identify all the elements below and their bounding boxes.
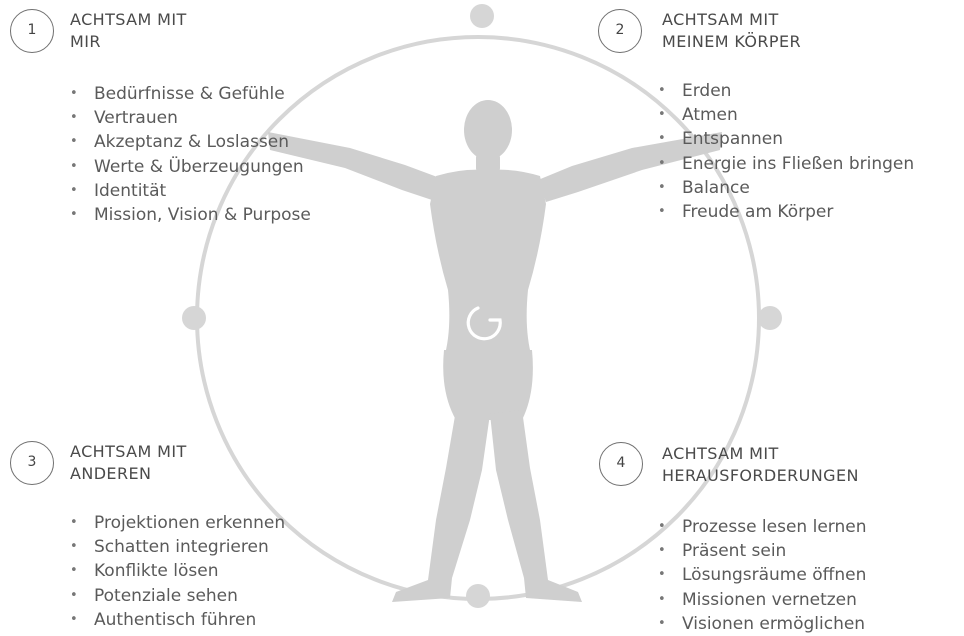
ring-dot-left [182, 306, 206, 330]
list-item: Präsent sein [656, 539, 867, 563]
title-line-2: HERAUSFORDERUNGEN [662, 465, 859, 487]
ring-dot-bottom [466, 584, 490, 608]
quadrant-number-badge: 3 [10, 441, 54, 485]
quadrant-number-badge: 2 [598, 9, 642, 53]
title-line-1: ACHTSAM MIT [662, 443, 859, 465]
title-line-2: MEINEM KÖRPER [662, 31, 801, 53]
title-line-2: ANDEREN [70, 463, 187, 485]
bullet-list: Erden Atmen Entspannen Energie ins Fließ… [656, 79, 914, 224]
quadrant-title: ACHTSAM MIT HERAUSFORDERUNGEN [662, 443, 859, 487]
list-item: Freude am Körper [656, 200, 914, 224]
list-item: Prozesse lesen lernen [656, 515, 867, 539]
list-item: Potenziale sehen [68, 584, 285, 608]
title-line-1: ACHTSAM MIT [70, 9, 187, 31]
quadrant-number-badge: 4 [599, 442, 643, 486]
quadrant-title: ACHTSAM MIT ANDEREN [70, 441, 187, 485]
bullet-list: Projektionen erkennen Schatten integrier… [68, 511, 285, 632]
list-item: Schatten integrieren [68, 535, 285, 559]
list-item: Authentisch führen [68, 608, 285, 632]
list-item: Werte & Überzeugungen [68, 155, 311, 179]
list-item: Konflikte lösen [68, 559, 285, 583]
list-item: Lösungsräume öffnen [656, 563, 867, 587]
list-item: Akzeptanz & Loslassen [68, 130, 311, 154]
list-item: Mission, Vision & Purpose [68, 203, 311, 227]
title-line-1: ACHTSAM MIT [70, 441, 187, 463]
ring-dot-right [758, 306, 782, 330]
list-item: Projektionen erkennen [68, 511, 285, 535]
quadrant-title: ACHTSAM MIT MIR [70, 9, 187, 53]
list-item: Bedürfnisse & Gefühle [68, 82, 311, 106]
list-item: Visionen ermöglichen [656, 612, 867, 636]
quadrant-number-badge: 1 [10, 9, 54, 53]
list-item: Erden [656, 79, 914, 103]
list-item: Balance [656, 176, 914, 200]
list-item: Entspannen [656, 127, 914, 151]
human-figure-icon [268, 100, 722, 602]
title-line-1: ACHTSAM MIT [662, 9, 801, 31]
quadrant-title: ACHTSAM MIT MEINEM KÖRPER [662, 9, 801, 53]
bullet-list: Prozesse lesen lernen Präsent sein Lösun… [656, 515, 867, 636]
list-item: Energie ins Fließen bringen [656, 152, 914, 176]
list-item: Identität [68, 179, 311, 203]
list-item: Missionen vernetzen [656, 588, 867, 612]
ring-dot-top [470, 4, 494, 28]
list-item: Atmen [656, 103, 914, 127]
list-item: Vertrauen [68, 106, 311, 130]
bullet-list: Bedürfnisse & Gefühle Vertrauen Akzeptan… [68, 82, 311, 227]
title-line-2: MIR [70, 31, 187, 53]
